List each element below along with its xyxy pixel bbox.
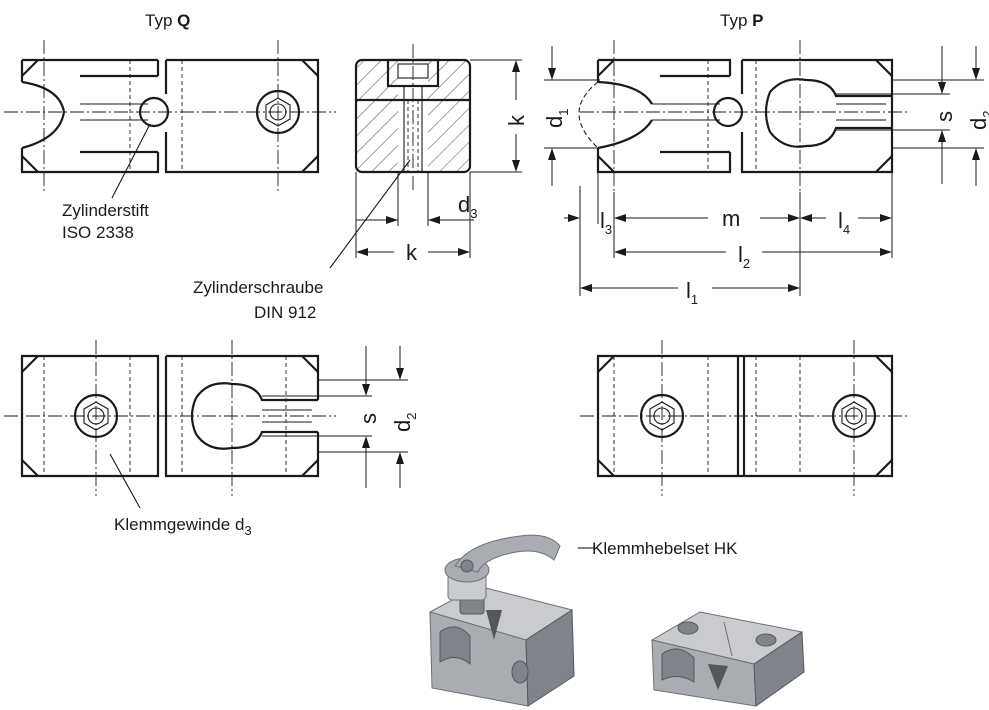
zylinderstift-norm: ISO 2338 [62, 223, 134, 242]
zylinderschraube-label: Zylinderschraube [193, 278, 323, 297]
zylinderstift-label: Zylinderstift [62, 201, 149, 220]
k-vertical-label: k [504, 114, 529, 126]
d2-label-q: d2 [390, 413, 419, 432]
l4-label: l4 [838, 208, 850, 237]
section-view [354, 44, 522, 258]
l3-label: l3 [600, 208, 612, 237]
typ-p-title: Typ P [720, 11, 763, 30]
d1-label: d1 [542, 109, 571, 128]
typ-q-bottom-view [4, 340, 408, 496]
l1-label: l1 [686, 278, 698, 307]
typ-q-title: Typ Q [145, 11, 190, 30]
typ-p-top-view [544, 40, 984, 296]
d3-section-label: d3 [458, 192, 477, 221]
l2-label: l2 [738, 242, 750, 271]
product-render-with-lever [428, 534, 575, 707]
klemmgewinde-label: Klemmgewinde d3 [114, 515, 252, 538]
klemmhebelset-label: Klemmhebelset HK [592, 539, 738, 558]
typ-p-bottom-view [580, 340, 910, 496]
d2-label-p: d2 [966, 111, 989, 130]
k-horizontal-label: k [406, 240, 418, 265]
zylinderschraube-norm: DIN 912 [254, 303, 316, 322]
s-label-p: s [932, 111, 957, 122]
typ-q-top-view [4, 40, 336, 192]
product-render-plain [650, 611, 805, 707]
s-label-q: s [356, 413, 381, 424]
m-label: m [722, 206, 740, 231]
